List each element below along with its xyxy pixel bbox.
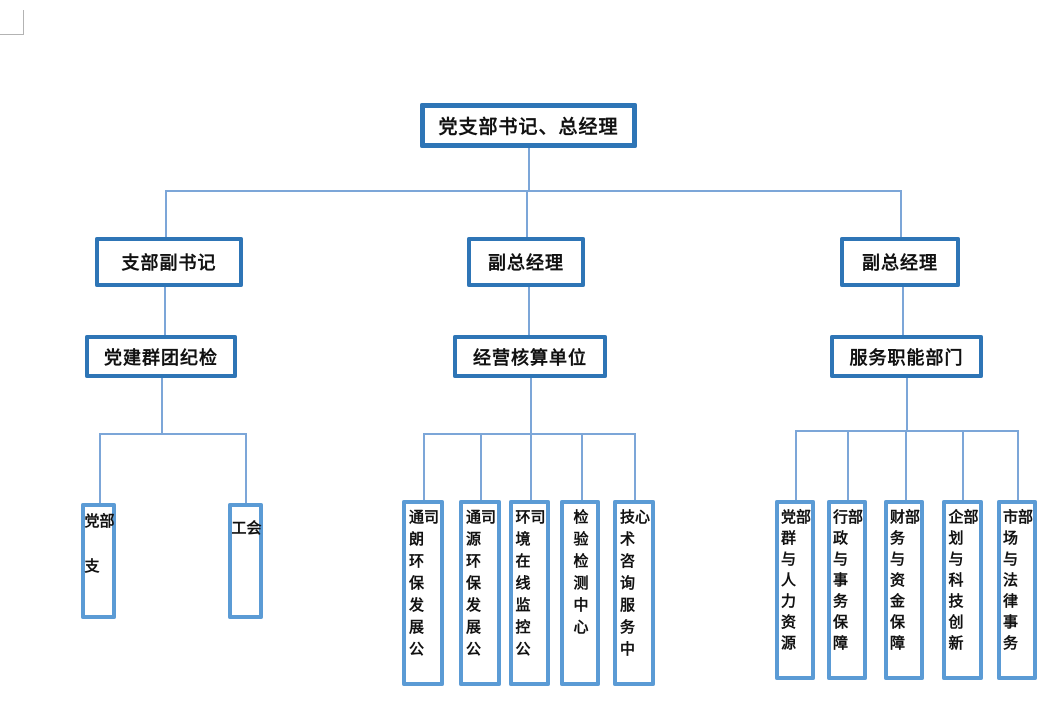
- leaf-planning-dept-label: 企划与科技创新部: [946, 509, 979, 656]
- leaf-party-branch[interactable]: 党支部: [81, 503, 116, 619]
- org-box-business-unit[interactable]: 经营核算单位: [453, 335, 607, 378]
- connector-l2m-l3: [528, 287, 530, 335]
- connector-l2r-l3: [902, 287, 904, 335]
- leaf-finance-dept[interactable]: 财务与资金保障部: [884, 500, 924, 680]
- leaf-planning-dept[interactable]: 企划与科技创新部: [942, 500, 983, 680]
- leaf-hr-dept-label: 党群与人力资源部: [779, 509, 811, 656]
- org-box-root[interactable]: 党支部书记、总经理: [420, 103, 637, 148]
- page-margin-mark-vertical: [23, 10, 24, 35]
- leaf-tongyuan-company-label: 通源环保发展公司: [464, 509, 496, 663]
- org-box-service-unit-label: 服务职能部门: [849, 347, 964, 368]
- connector-left-stem: [161, 378, 163, 433]
- org-box-deputy-gm-1-label: 副总经理: [488, 253, 564, 273]
- org-box-party-unit-label: 党建群团纪检: [104, 347, 218, 368]
- connector-root-stem: [528, 148, 530, 190]
- connector-drop-right: [900, 190, 902, 237]
- org-box-party-unit[interactable]: 党建群团纪检: [85, 335, 237, 378]
- leaf-inspection-center-label: 检验检测中心: [571, 509, 589, 641]
- connector-mid-stem: [530, 378, 532, 433]
- connector-l2l-l3: [164, 287, 166, 335]
- leaf-tech-consulting-center-label: 技术咨询服务中心: [618, 509, 650, 663]
- leaf-tonglang-company-label: 通朗环保发展公司: [407, 509, 439, 663]
- leaf-party-branch-label: 党支部: [82, 513, 115, 603]
- leaf-labor-union-label: 工会: [229, 520, 262, 576]
- leaf-tongyuan-company[interactable]: 通源环保发展公司: [459, 500, 501, 686]
- connector-right-stem: [906, 378, 908, 430]
- leaf-env-monitoring-company[interactable]: 环境在线监控公司: [509, 500, 550, 686]
- page-margin-mark-horizontal: [0, 34, 23, 35]
- leaf-finance-dept-label: 财务与资金保障部: [888, 509, 920, 656]
- leaf-tech-consulting-center[interactable]: 技术咨询服务中心: [613, 500, 655, 686]
- leaf-env-monitoring-company-label: 环境在线监控公司: [513, 509, 546, 663]
- connector-mid-drop-2: [480, 433, 482, 500]
- leaf-inspection-center[interactable]: 检验检测中心: [560, 500, 600, 686]
- org-box-service-unit[interactable]: 服务职能部门: [830, 335, 983, 378]
- connector-left-drop-2: [245, 433, 247, 503]
- connector-right-drop-5: [1017, 430, 1019, 500]
- org-box-business-unit-label: 经营核算单位: [473, 347, 587, 368]
- connector-mid-drop-4: [581, 433, 583, 500]
- connector-left-drop-1: [99, 433, 101, 503]
- connector-left-hbar: [99, 433, 245, 435]
- leaf-tonglang-company[interactable]: 通朗环保发展公司: [402, 500, 444, 686]
- connector-mid-drop-1: [423, 433, 425, 500]
- connector-top-hbar: [165, 190, 901, 192]
- org-box-deputy-gm-2-label: 副总经理: [862, 253, 938, 273]
- org-box-root-label: 党支部书记、总经理: [438, 117, 619, 138]
- org-box-deputy-secretary-label: 支部副书记: [121, 253, 217, 273]
- connector-right-drop-1: [795, 430, 797, 500]
- connector-right-drop-2: [847, 430, 849, 500]
- org-box-deputy-gm-2[interactable]: 副总经理: [840, 237, 960, 287]
- leaf-market-legal-dept-label: 市场与法律事务部: [1001, 509, 1033, 656]
- connector-mid-drop-3: [530, 433, 532, 500]
- leaf-admin-dept[interactable]: 行政与事务保障部: [827, 500, 867, 680]
- connector-right-drop-3: [905, 430, 907, 500]
- connector-mid-hbar: [423, 433, 634, 435]
- leaf-hr-dept[interactable]: 党群与人力资源部: [775, 500, 815, 680]
- connector-right-drop-4: [962, 430, 964, 500]
- connector-drop-left: [165, 190, 167, 237]
- leaf-market-legal-dept[interactable]: 市场与法律事务部: [997, 500, 1037, 680]
- leaf-labor-union[interactable]: 工会: [228, 503, 263, 619]
- connector-drop-mid: [526, 190, 528, 237]
- org-box-deputy-secretary[interactable]: 支部副书记: [95, 237, 243, 287]
- leaf-admin-dept-label: 行政与事务保障部: [831, 509, 863, 656]
- org-box-deputy-gm-1[interactable]: 副总经理: [467, 237, 585, 287]
- connector-mid-drop-5: [634, 433, 636, 500]
